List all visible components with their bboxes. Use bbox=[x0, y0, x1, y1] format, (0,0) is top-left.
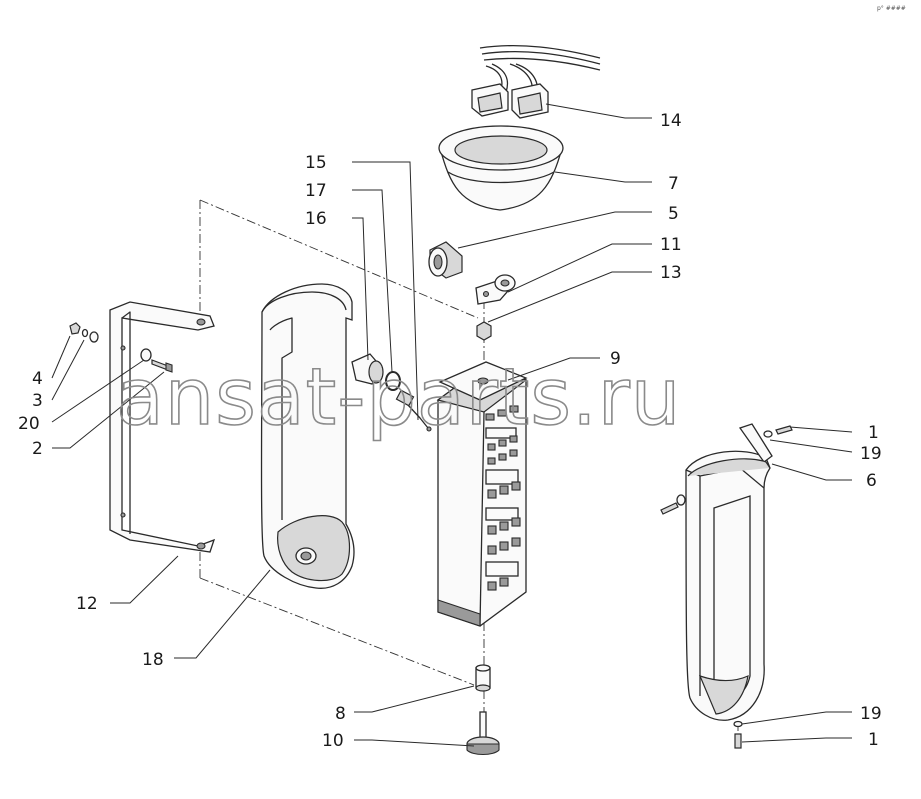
callout-6: 6 bbox=[866, 471, 877, 491]
spacer-part bbox=[475, 664, 491, 692]
callout-14: 14 bbox=[660, 111, 682, 131]
rubber-plug-part bbox=[428, 241, 463, 279]
callout-4: 4 bbox=[32, 369, 43, 389]
corner-mark: p° #### bbox=[877, 5, 906, 12]
screw-washer-top-right bbox=[763, 425, 793, 438]
left-housing-part bbox=[260, 283, 355, 589]
cup-cover-part bbox=[438, 125, 564, 211]
o-ring-part-17 bbox=[385, 371, 401, 391]
callout-10: 10 bbox=[322, 731, 344, 751]
panel-button-grid bbox=[485, 405, 521, 591]
callout-9: 9 bbox=[610, 349, 621, 369]
callout-17: 17 bbox=[305, 181, 327, 201]
watermark-text: ansat-parts.ru bbox=[116, 353, 681, 443]
callout-3: 3 bbox=[32, 391, 43, 411]
foot-knob-part bbox=[466, 711, 500, 756]
u-bracket-part bbox=[109, 301, 216, 553]
callout-18: 18 bbox=[142, 650, 164, 670]
callout-5: 5 bbox=[668, 204, 679, 224]
callout-8: 8 bbox=[335, 704, 346, 724]
callout-labels: 14 15 7 17 5 16 11 13 9 4 3 20 2 1 19 6 … bbox=[18, 111, 882, 751]
callout-19-top: 19 bbox=[860, 444, 882, 464]
control-panel-part bbox=[436, 361, 528, 627]
right-housing-part bbox=[660, 423, 773, 721]
wiring-harness-part bbox=[471, 44, 601, 119]
sleeve-part-16 bbox=[351, 353, 384, 385]
callout-1-top: 1 bbox=[868, 423, 879, 443]
callout-20: 20 bbox=[18, 414, 40, 434]
callout-19-bottom: 19 bbox=[860, 704, 882, 724]
callout-15: 15 bbox=[305, 153, 327, 173]
callout-11: 11 bbox=[660, 235, 682, 255]
callout-16: 16 bbox=[305, 209, 327, 229]
callout-7: 7 bbox=[668, 174, 679, 194]
angle-bracket-part bbox=[475, 274, 516, 305]
screw-washer-bottom-right bbox=[733, 720, 743, 749]
callout-2: 2 bbox=[32, 439, 43, 459]
callout-13: 13 bbox=[660, 263, 682, 283]
lamp-part-15 bbox=[395, 389, 432, 432]
nut-part bbox=[476, 321, 492, 341]
callout-12: 12 bbox=[76, 594, 98, 614]
leader-lines bbox=[51, 103, 853, 747]
callout-1-bottom: 1 bbox=[868, 730, 879, 750]
hardware-2-3-4-20 bbox=[69, 322, 173, 373]
